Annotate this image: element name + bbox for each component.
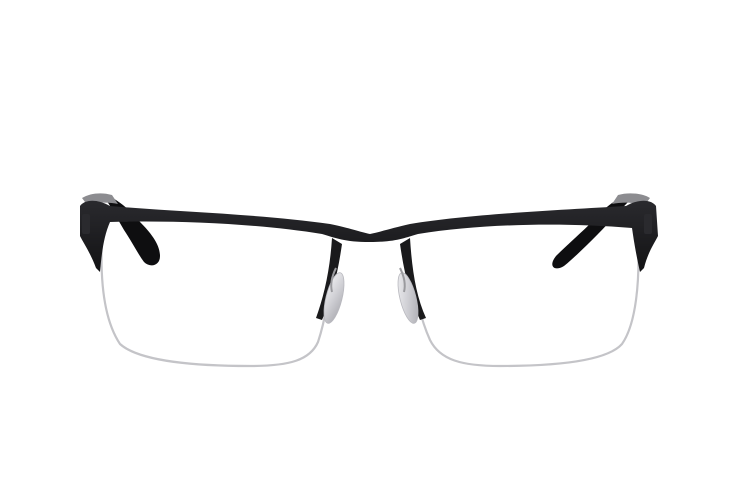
right-hinge [644, 214, 652, 234]
top-frame-bar [80, 200, 658, 272]
left-pad-arm [330, 267, 337, 293]
right-pad-arm [399, 267, 406, 293]
left-bridge-post [316, 238, 342, 320]
right-lens-wire [408, 237, 640, 368]
left-hinge [82, 214, 90, 234]
right-bridge-post [400, 238, 426, 320]
left-nose-pad [323, 272, 345, 324]
left-lens-wire [100, 237, 334, 368]
